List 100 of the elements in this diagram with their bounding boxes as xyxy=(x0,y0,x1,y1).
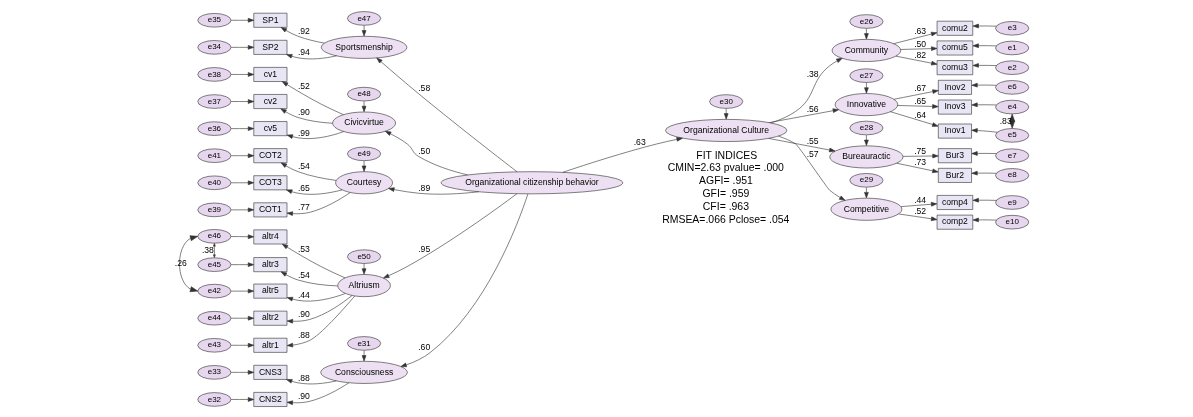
node-box: cv2 xyxy=(253,93,288,109)
node-box: altr1 xyxy=(253,337,288,353)
arrow xyxy=(376,57,518,172)
arrow xyxy=(893,31,938,44)
edge-label: .90 xyxy=(297,390,310,401)
arrow xyxy=(286,191,351,216)
arrow xyxy=(864,186,869,198)
arrow xyxy=(864,82,869,94)
arrow xyxy=(898,213,938,221)
arrow xyxy=(723,107,729,119)
node-ellipse: Sportsmenship xyxy=(320,35,408,59)
edge-label: .65 xyxy=(297,182,310,193)
arrow xyxy=(768,107,839,123)
arrow xyxy=(895,55,938,65)
arrow xyxy=(971,170,997,175)
arrow xyxy=(286,295,355,347)
node-box: CNS2 xyxy=(253,391,288,407)
arrow xyxy=(230,315,255,320)
edge-label: .63 xyxy=(914,25,927,36)
arrow xyxy=(972,62,997,68)
arrow xyxy=(230,261,255,267)
node-box: COT1 xyxy=(253,202,288,217)
edge-label: .89 xyxy=(418,182,431,193)
node-box: altr4 xyxy=(253,229,288,244)
arrow xyxy=(286,189,343,195)
node-box: Bur2 xyxy=(938,167,972,183)
edge-label: .38 xyxy=(806,68,819,79)
node-box: Inov1 xyxy=(938,123,972,138)
node-box: CNS3 xyxy=(253,364,288,380)
arrow xyxy=(972,217,997,222)
edge-label: .38 xyxy=(201,244,214,255)
edge-label: .75 xyxy=(914,145,927,156)
arrow xyxy=(900,201,938,207)
edge-label: .56 xyxy=(806,103,819,113)
edge-label: .54 xyxy=(297,269,310,280)
node-box: altr5 xyxy=(253,283,288,298)
arrow xyxy=(230,17,255,22)
node-box: comp4 xyxy=(936,194,974,210)
arrow xyxy=(864,27,869,39)
node-box: SP1 xyxy=(253,12,288,28)
edge-label: .90 xyxy=(297,106,310,117)
node-box: cv1 xyxy=(253,66,288,82)
edge-label: .90 xyxy=(297,308,310,319)
edge-label: .65 xyxy=(914,95,927,106)
arrow xyxy=(971,127,998,133)
node-box: Bur3 xyxy=(938,147,972,163)
label: RMSEA=.066 Pclose= .054 xyxy=(662,213,790,225)
arrow xyxy=(971,150,997,156)
edge-label: .92 xyxy=(297,25,310,36)
arrow xyxy=(361,100,367,112)
arrow xyxy=(230,233,255,239)
edge-label: .52 xyxy=(914,205,927,216)
arrow xyxy=(893,88,939,100)
edge-label: .73 xyxy=(914,156,927,167)
arrow xyxy=(230,44,255,50)
edge-label: .26 xyxy=(174,257,187,268)
arrow xyxy=(280,26,325,43)
arrow xyxy=(281,80,344,115)
arrow xyxy=(286,294,353,323)
arrow xyxy=(230,207,255,212)
arrow xyxy=(896,162,939,173)
arrow xyxy=(903,153,939,158)
arrow xyxy=(562,136,683,173)
node-box: comu5 xyxy=(936,40,974,55)
edge-label: .88 xyxy=(297,372,310,382)
label: CFI= .963 xyxy=(702,200,749,212)
arrow xyxy=(971,102,997,107)
arrow xyxy=(864,134,869,146)
edge-label: .52 xyxy=(297,80,310,91)
arrow xyxy=(286,382,350,405)
arrow xyxy=(361,349,367,361)
arrow xyxy=(897,103,939,109)
node-box: COT2 xyxy=(253,147,288,163)
edge-label: .88 xyxy=(297,329,310,340)
arrow xyxy=(230,396,255,402)
edge-label: .50 xyxy=(914,38,927,49)
arrow xyxy=(388,186,480,194)
arrow xyxy=(361,24,367,36)
edge-label: .64 xyxy=(914,109,927,120)
arrow xyxy=(230,98,255,104)
edge-label: .44 xyxy=(297,289,310,300)
edge-label: .82 xyxy=(914,49,927,60)
arrow xyxy=(230,125,255,131)
node-box: SP2 xyxy=(253,39,288,55)
node-box: Inov2 xyxy=(938,79,972,95)
arrow xyxy=(230,369,255,375)
arrow xyxy=(385,130,469,175)
label: FIT INDICES xyxy=(696,149,758,161)
edge-label: .44 xyxy=(914,194,927,205)
edge-label: .58 xyxy=(418,82,431,93)
edge-label: .95 xyxy=(418,243,431,254)
edge-label: .67 xyxy=(914,82,927,93)
node-box: comp2 xyxy=(936,214,974,230)
arrow xyxy=(361,263,367,275)
arrow xyxy=(971,82,997,87)
arrow xyxy=(230,288,255,293)
edge-label: .77 xyxy=(297,201,310,212)
arrow xyxy=(770,57,843,123)
arrow xyxy=(280,270,338,286)
arrow xyxy=(890,110,939,127)
